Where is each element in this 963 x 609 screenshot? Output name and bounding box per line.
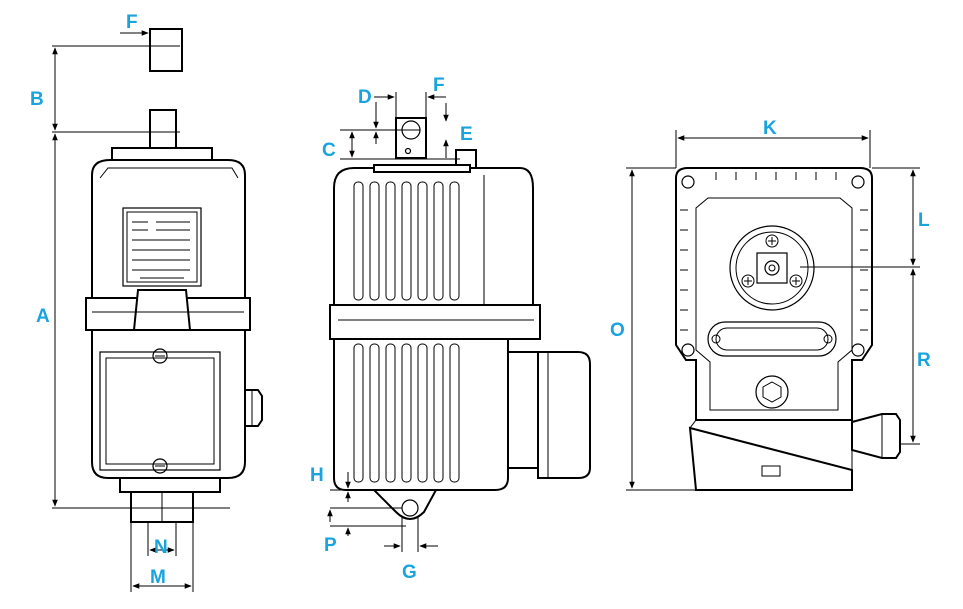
label-O: O xyxy=(610,320,625,341)
shaft-detail xyxy=(149,28,183,72)
front-dimensions xyxy=(52,28,230,592)
label-G: G xyxy=(402,562,417,583)
label-H: H xyxy=(310,465,324,486)
upper-housing xyxy=(91,159,246,299)
label-P: P xyxy=(324,535,337,556)
lower-housing xyxy=(91,329,246,479)
top-dimensions xyxy=(626,130,920,491)
label-D: D xyxy=(358,87,372,108)
bottom-lug xyxy=(371,489,438,520)
cooling-fins-lower xyxy=(353,343,460,483)
label-M: M xyxy=(150,567,166,588)
label-A: A xyxy=(36,306,50,327)
shaft xyxy=(149,109,177,153)
shaft-boss xyxy=(729,225,815,311)
label-L: L xyxy=(918,210,930,231)
top-view xyxy=(675,167,901,491)
label-N: N xyxy=(154,537,168,558)
front-view xyxy=(85,28,263,523)
nameplate xyxy=(122,207,202,287)
label-B: B xyxy=(30,89,44,110)
dimension-labels: F B A N M D F C E H P G K O L R xyxy=(30,12,931,588)
terminal-box xyxy=(537,351,591,479)
lifting-lug xyxy=(395,117,427,159)
label-F-side: F xyxy=(433,75,445,96)
label-C: C xyxy=(322,140,336,161)
housing-outline xyxy=(675,167,873,421)
cooling-fins-upper xyxy=(353,181,460,301)
side-dimensions xyxy=(327,92,460,552)
label-R: R xyxy=(917,350,931,371)
side-view xyxy=(329,117,591,520)
label-E: E xyxy=(460,124,473,145)
label-F-front: F xyxy=(126,12,138,33)
label-K: K xyxy=(763,118,777,139)
